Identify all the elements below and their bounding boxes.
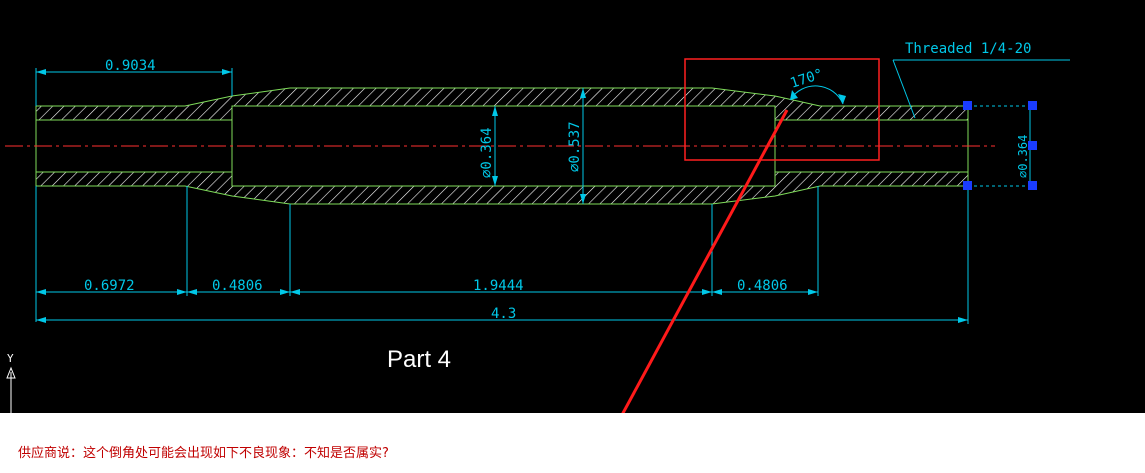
dim-inner-dia: ⌀0.364 — [479, 127, 495, 178]
dim-seg2: 0.4806 — [212, 278, 263, 294]
ucs-icon: Y — [6, 352, 16, 413]
grip-bottom-right — [1028, 181, 1037, 190]
chamfer-highlight-box — [684, 58, 880, 161]
dim-angle: 170° — [788, 66, 825, 92]
cad-viewport[interactable]: 0.9034 0.6972 0.4806 1.9444 0.4806 4.3 ⌀… — [0, 0, 1145, 413]
upper-wall-hatch — [35, 87, 969, 121]
lower-wall-hatch — [35, 171, 969, 205]
thread-callout: Threaded 1/4-20 — [905, 41, 1031, 57]
dim-outer-dia: ⌀0.537 — [567, 121, 583, 172]
dim-seg4: 0.4806 — [737, 278, 788, 294]
grip-top-right — [1028, 101, 1037, 110]
dim-seg3: 1.9444 — [473, 278, 524, 294]
grip-top-left — [963, 101, 972, 110]
part-label: Part 4 — [387, 346, 451, 373]
dim-total: 4.3 — [491, 306, 516, 322]
dim-top-length: 0.9034 — [105, 58, 156, 74]
dim-seg1: 0.6972 — [84, 278, 135, 294]
selection-grips[interactable] — [963, 101, 1037, 190]
part-section — [35, 87, 969, 205]
grip-bottom-left — [963, 181, 972, 190]
supplier-note: 供应商说：这个倒角处可能会出现如下不良现象：不知是否属实? — [18, 446, 389, 461]
pointer-line — [621, 109, 789, 413]
grip-mid-right — [1028, 141, 1037, 150]
svg-text:Y: Y — [7, 352, 14, 365]
arrowheads — [36, 69, 968, 323]
dim-end-dia: ⌀0.364 — [1016, 135, 1030, 178]
